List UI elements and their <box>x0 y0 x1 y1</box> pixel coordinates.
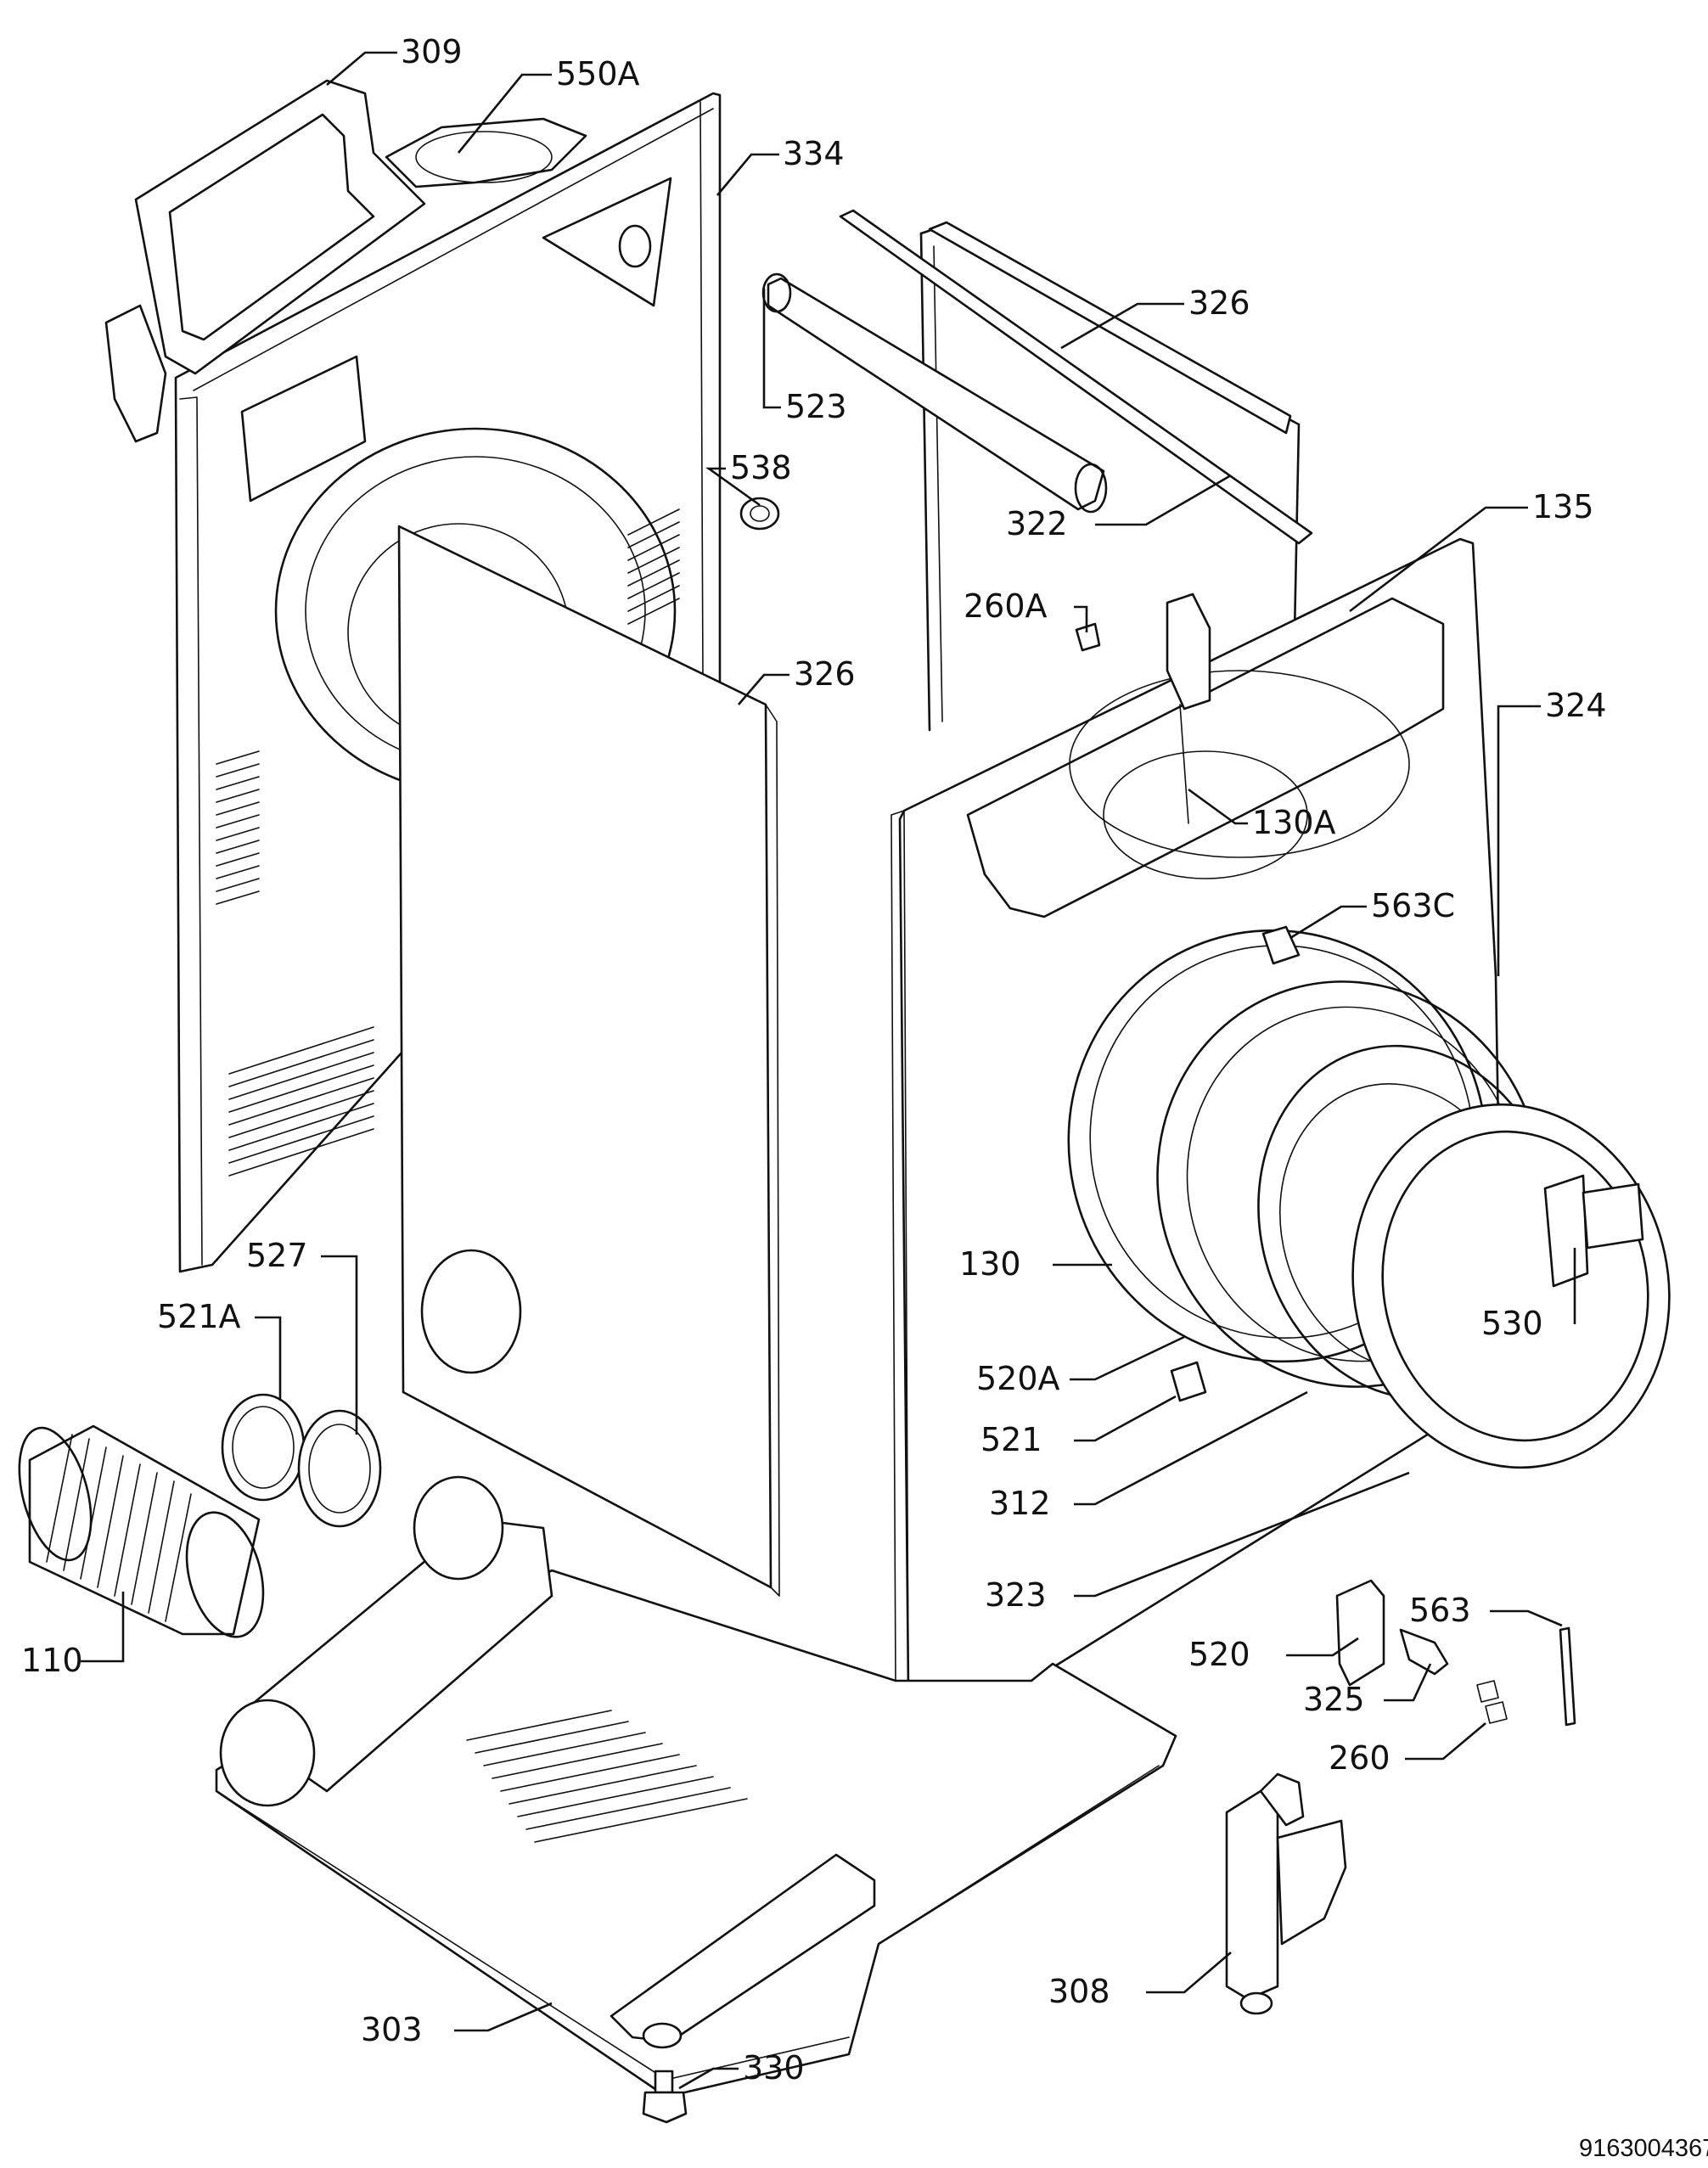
leader-lines <box>81 51 1576 2090</box>
door-seal-ring <box>1067 929 1488 1363</box>
label-135: 135 <box>1532 488 1594 525</box>
label-325: 325 <box>1303 1681 1365 1718</box>
base-plinth <box>215 1518 1177 2098</box>
label-538: 538 <box>730 449 792 486</box>
label-520: 520 <box>1188 1636 1250 1673</box>
exhaust-hose <box>18 1424 265 1638</box>
adjustable-foot <box>642 2070 688 2124</box>
label-523: 523 <box>785 388 847 425</box>
side-panel-left <box>397 525 780 1597</box>
front-panel <box>891 537 1504 1691</box>
label-110: 110 <box>21 1642 83 1679</box>
label-260a: 260A <box>964 587 1048 625</box>
label-521: 521 <box>980 1421 1042 1458</box>
door-outer-frame <box>1351 1103 1671 1469</box>
label-303: 303 <box>361 2011 423 2048</box>
fan-motor-cover <box>385 117 587 188</box>
door-hinge <box>1225 1772 1347 2015</box>
label-130a: 130A <box>1252 804 1336 841</box>
label-326-top: 326 <box>1188 284 1250 322</box>
label-550a: 550A <box>556 55 640 93</box>
label-260: 260 <box>1329 1739 1391 1777</box>
top-handle-frame <box>104 79 426 443</box>
small-hinge-parts <box>1335 1579 1576 1727</box>
label-312: 312 <box>989 1485 1051 1522</box>
bushing-part <box>739 497 780 531</box>
label-520a: 520A <box>976 1360 1060 1397</box>
latch-clip-part <box>1075 622 1101 652</box>
hinge-clip-parts <box>1170 925 1301 1402</box>
top-seal-strips <box>761 209 1313 545</box>
label-334: 334 <box>783 135 845 172</box>
label-130: 130 <box>959 1245 1021 1283</box>
hose-adapters <box>221 1393 504 1581</box>
label-309: 309 <box>401 33 463 70</box>
label-323: 323 <box>985 1576 1047 1614</box>
label-527: 527 <box>246 1237 308 1274</box>
drawing-number: 9163004367 <box>1579 2135 1708 2162</box>
part-labels: 309 550A 334 326 523 538 322 135 260A 32… <box>21 33 1708 2162</box>
label-324: 324 <box>1545 687 1607 724</box>
label-563: 563 <box>1409 1592 1471 1629</box>
label-521a: 521A <box>157 1298 241 1335</box>
label-530: 530 <box>1481 1305 1543 1342</box>
label-326-side: 326 <box>794 655 856 693</box>
label-322: 322 <box>1006 505 1068 542</box>
label-563c: 563C <box>1371 887 1455 924</box>
label-308: 308 <box>1048 1973 1110 2010</box>
label-330: 330 <box>743 2049 805 2087</box>
